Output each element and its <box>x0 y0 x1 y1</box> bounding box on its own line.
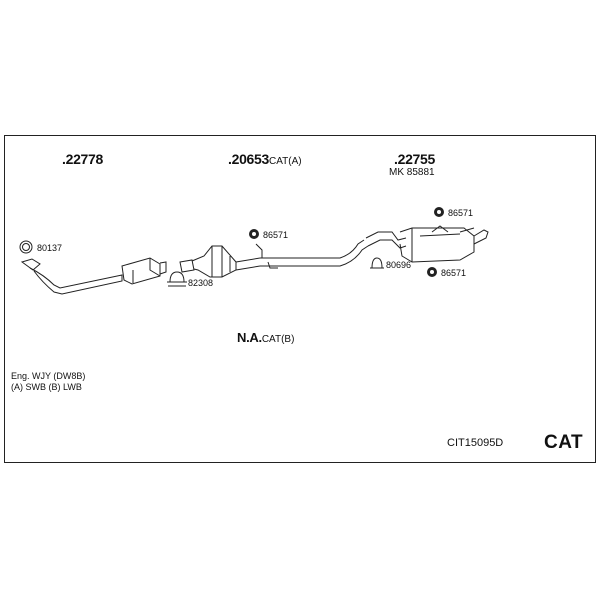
label-clamp: 82308 <box>188 278 214 288</box>
mount-86571-icon <box>427 267 437 277</box>
alt-catalyst: N.A.CAT(B) <box>237 330 294 346</box>
label-gasket: 80137 <box>37 243 63 253</box>
part-front-pipe: .22778 <box>62 151 104 167</box>
label-ring: 80696 <box>386 260 412 270</box>
catalyst-icon <box>179 245 261 278</box>
mounting-kit-label: MK 85881 <box>389 167 435 178</box>
part-catalyst: .20653CAT(A) <box>228 152 302 168</box>
note-engine: Eng. WJY (DW8B) <box>11 371 86 381</box>
part-catalyst-number: .20653 <box>228 151 270 167</box>
note-wheelbase: (A) SWB (B) LWB <box>11 382 82 392</box>
alt-catalyst-label: N.A. <box>237 330 262 345</box>
clamp-icon <box>167 271 187 287</box>
part-catalyst-suffix: CAT(A) <box>269 156 302 167</box>
category-label: CAT <box>544 432 584 453</box>
ring-icon <box>370 257 384 269</box>
mount-86571-icon <box>434 207 444 217</box>
middle-pipe-icon <box>255 239 369 269</box>
gasket-ring-icon <box>19 240 33 254</box>
diagram-frame <box>4 135 596 463</box>
mount-86571-icon <box>249 229 259 239</box>
product-code: CIT15095D <box>447 437 504 449</box>
alt-catalyst-suffix: CAT(B) <box>261 334 295 345</box>
front-pipe-icon <box>20 257 167 295</box>
label-mount-cat: 86571 <box>263 230 289 240</box>
label-mount-rear-top: 86571 <box>448 208 474 218</box>
label-mount-rear-bottom: 86571 <box>441 268 467 278</box>
rear-silencer-icon <box>365 225 489 263</box>
part-rear-silencer: .22755 <box>394 151 436 167</box>
